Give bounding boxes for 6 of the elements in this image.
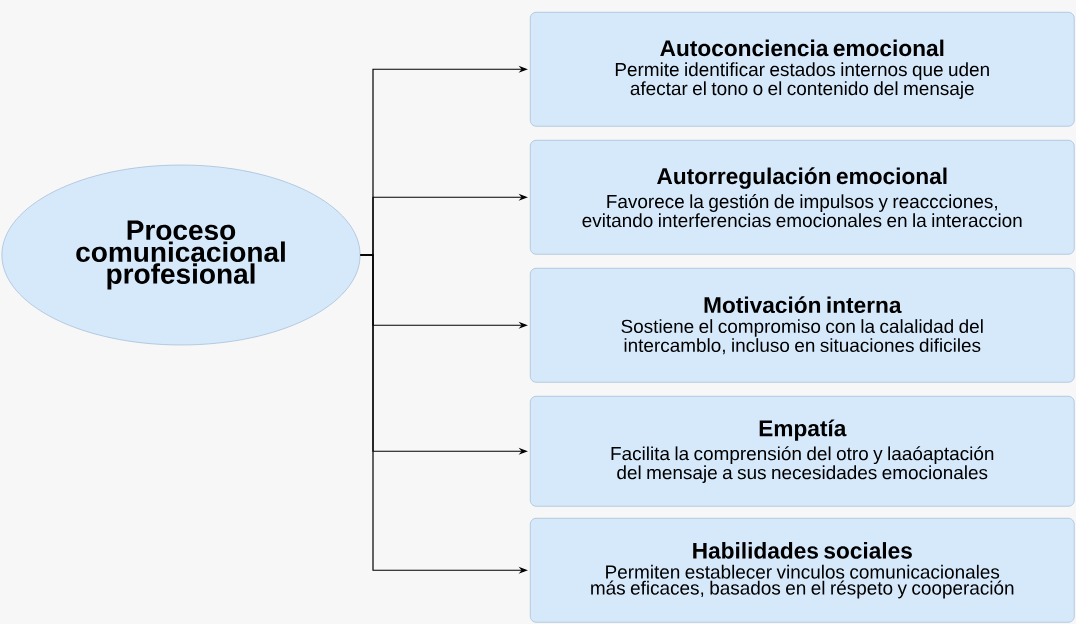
text-box: Autorregulación emocional Favorece la gestión de impulsos y reaccciones, evitando interferencias emocionales en la interaccion: [530, 140, 1075, 255]
text-box: Motivación interna Sostiene el compromiso con la calalidad del intercamblo, incluso en situaciones dificiles: [530, 268, 1075, 383]
text-box: Habilidades sociales Permiten establecer vinculos comunicacionales más eficaces, basados en el réspeto y cooperación: [530, 518, 1075, 623]
text-box: Autoconciencia emocional Permite identificar estados internos que uden afectar el tono o el contenido del mensaje: [530, 12, 1075, 127]
text-box: Empatía Facilita la comprensión del otro y laaóaptación del mensaje a sus necesidades emocionales: [530, 396, 1075, 507]
oval-node: Proceso comunicacional profesional: [1, 164, 361, 346]
